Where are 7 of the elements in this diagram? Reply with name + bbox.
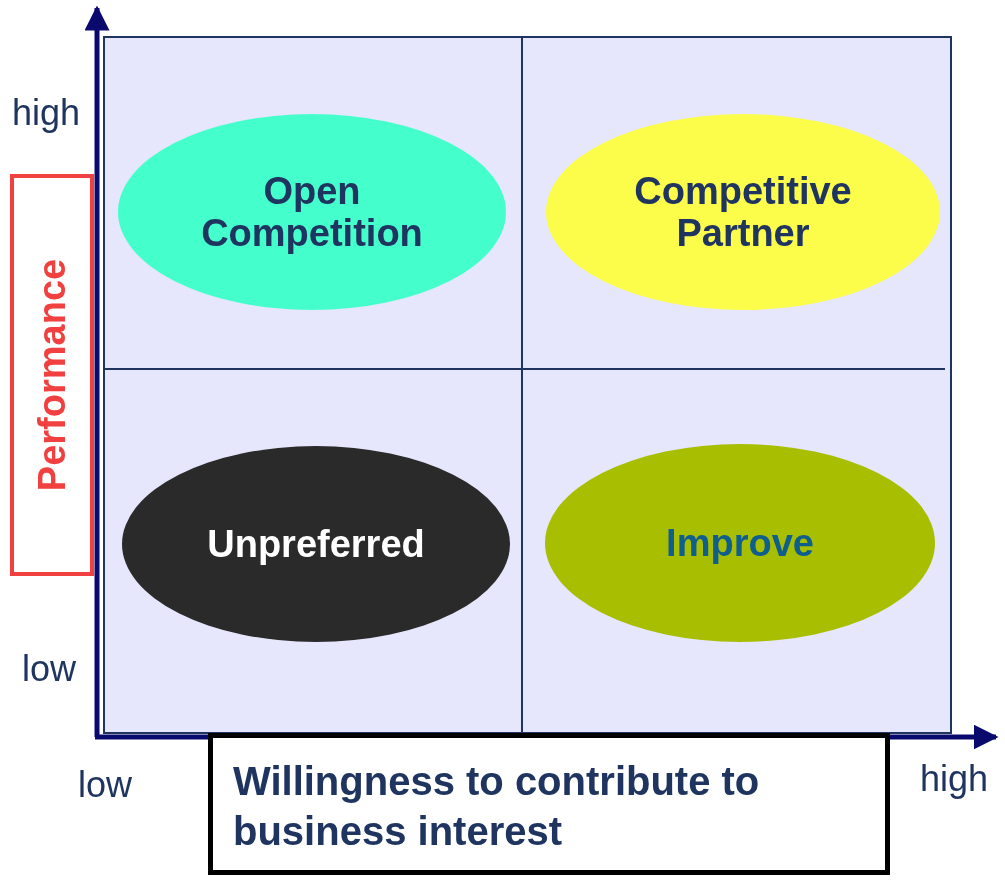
axis-title-box bbox=[10, 174, 94, 576]
axis-tick-label: low bbox=[22, 648, 77, 690]
axis-tick-label: high bbox=[12, 92, 81, 134]
axis-tick-label: high bbox=[920, 758, 989, 800]
axis-title: Performance bbox=[30, 258, 74, 492]
axis-title-box: Willingness to contribute to business interest bbox=[208, 733, 890, 875]
axis-tick-label: low bbox=[78, 764, 133, 806]
